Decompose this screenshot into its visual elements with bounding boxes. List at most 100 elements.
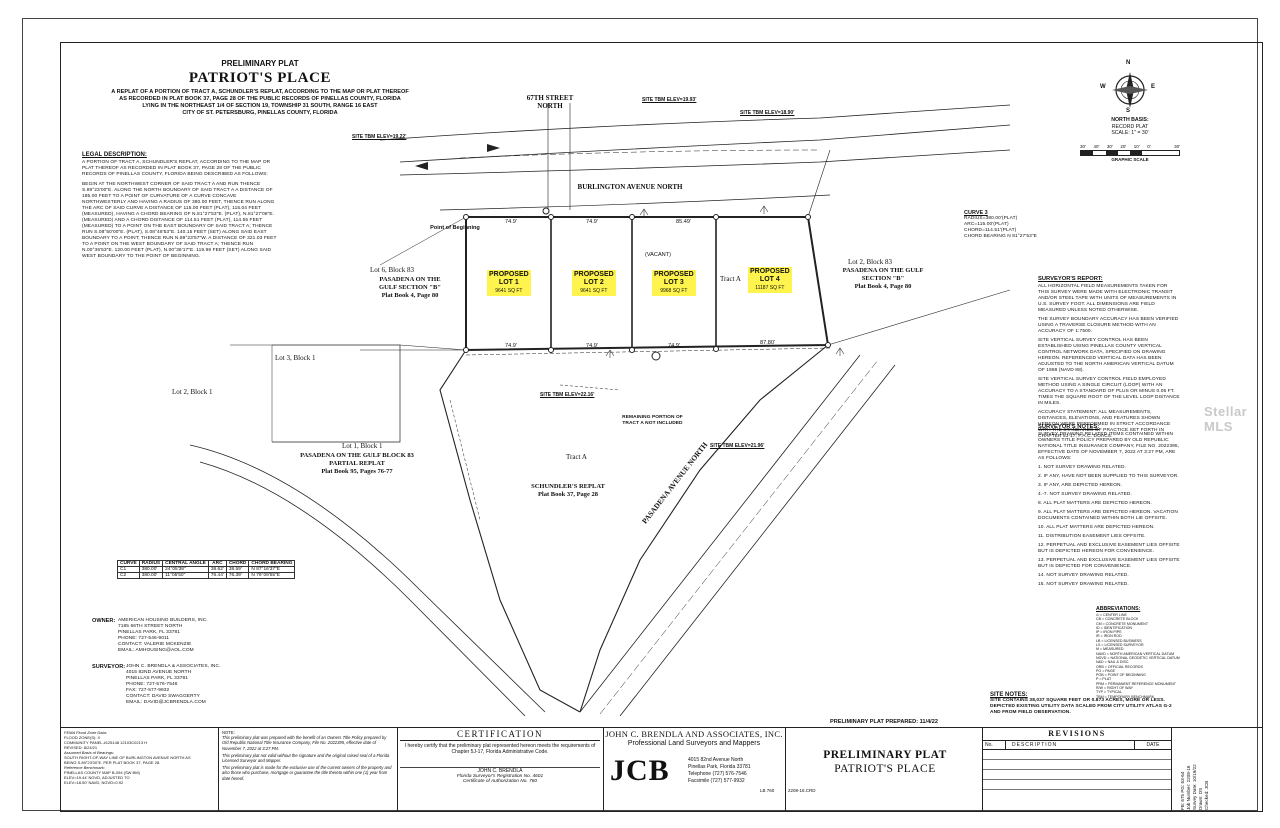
notes-intro: SURVEY DRAWING RELATED ITEMS CONTAINED W… xyxy=(1038,432,1180,461)
surveyor-notes: SURVEYOR'S NOTES: SURVEY DRAWING RELATED… xyxy=(1038,424,1180,588)
note-item: 1. NOT SURVEY DRAWING RELATED. xyxy=(1038,465,1127,470)
fema-line: Reference Benchmark: xyxy=(64,765,105,770)
tbm-1: SITE TBM ELEV=19.22' xyxy=(352,134,407,140)
owner-label: OWNER: xyxy=(92,618,116,624)
dim-bottom-2: 74.9' xyxy=(586,343,598,349)
table-cell: 76.44' xyxy=(207,572,227,579)
pasadena-b-left-book: Plat Book 4, Page 80 xyxy=(381,292,439,299)
road-centerline xyxy=(459,149,821,159)
curve-col-chord: CHORD xyxy=(225,560,250,567)
neighbor-line-3 xyxy=(379,216,467,266)
curve-col-angle: CENTRAL ANGLE xyxy=(162,560,209,567)
lot-3-area: 9968 SQ FT xyxy=(660,288,688,294)
tree-icon xyxy=(759,205,769,214)
owner-line: PHONE: 727-546-9011 xyxy=(118,636,170,641)
road-edge-3 xyxy=(379,104,1011,141)
abbrev-item: IP = IRON PIPE xyxy=(1096,630,1122,635)
pasadena-b-right-book: Plat Book 4, Page 80 xyxy=(854,283,912,290)
pasadena-b-right-name: PASADENA ON THE GULF SECTION "B" xyxy=(842,267,924,282)
jcb-logo: JCB xyxy=(610,754,670,787)
lot-2-label: PROPOSED LOT 2 9641 SQ FT xyxy=(572,270,616,296)
abbrev-item: R/W = RIGHT OF WAY xyxy=(1096,686,1133,691)
tbm-4: SITE TBM ELEV=22.16' xyxy=(540,392,595,398)
surveyor-line: PINELLAS PARK, FL 33781 xyxy=(126,676,189,681)
lot-1-area: 9641 SQ FT xyxy=(495,288,523,294)
lot-3-proposed: PROPOSED xyxy=(654,271,694,278)
report-paragraph: ACCURACY STATEMENT: ALL MEASUREMENTS, DI… xyxy=(1038,410,1171,439)
fema-line: SOUTH RIGHT-OF-WAY LINE OF BURLINGTON AV… xyxy=(64,755,191,760)
compass-n: N xyxy=(1126,60,1131,66)
monument-icon xyxy=(629,347,635,353)
surveyor-report-heading: SURVEYOR'S REPORT: xyxy=(1038,276,1103,282)
road-edge-2 xyxy=(399,149,1011,176)
abbrev-item: ⊙ = CENTER LINE xyxy=(1096,613,1127,617)
monument-icon xyxy=(463,347,469,353)
curve3-line: CHORD=114.51'(PLAT) xyxy=(964,228,1017,233)
tbm-5: SITE TBM ELEV=21.96' xyxy=(710,443,765,449)
dim-bottom-1: 74.9' xyxy=(505,343,517,349)
fema-line: FLOOD ZONE(S): X xyxy=(64,735,101,740)
abbreviations: ABBREVIATIONS: ⊙ = CENTER LINE CB = CONC… xyxy=(1096,606,1186,699)
note-item: 4.-7. NOT SURVEY DRAWING RELATED. xyxy=(1038,492,1132,497)
cert-reg: Florida Surveyor's Registration No. 4601 xyxy=(456,774,544,779)
pasadena-83-name: PASADENA ON THE GULF BLOCK 83 xyxy=(300,452,414,459)
surveyor-notes-heading: SURVEYOR'S NOTES: xyxy=(1038,424,1100,430)
pob-label: Point of Beginning xyxy=(430,225,480,231)
curve3-line: ARC=115.00'(PLAT) xyxy=(964,222,1009,227)
abbrev-item: ORB = OFFICIAL RECORDS xyxy=(1096,664,1143,669)
pasadena-83-label: PASADENA ON THE GULF BLOCK 83 PARTIAL RE… xyxy=(282,452,432,476)
site-note: SITE CONTAINS 38,037 SQUARE FEET OR 0.87… xyxy=(990,698,1165,703)
lot3-block1-label: Lot 3, Block 1 xyxy=(275,354,316,362)
preliminary-label: PRELIMINARY PLAT xyxy=(221,59,299,68)
scale-ticks: 30' 40' 30' 20' 10' 0' 30' xyxy=(1080,144,1180,149)
lot3-block1-outline xyxy=(272,344,401,443)
lb-number: LB 760 xyxy=(760,788,775,793)
schundler-name: SCHUNDLER'S REPLAT xyxy=(531,483,605,490)
cert-text: I hereby certify that the preliminary pl… xyxy=(404,743,596,755)
report-paragraph: THE SURVEY BOUNDARY ACCURACY HAS BEEN VE… xyxy=(1038,317,1179,334)
cert-auth: Certificate of Authorization No. 760 xyxy=(462,779,538,784)
fema-line: ELEV=18.50' NAVD, NGVD=0.92 xyxy=(64,780,124,785)
fema-line: PINELLAS COUNTY MAP B-094 (SW BM) xyxy=(64,770,140,775)
road-edge-1 xyxy=(399,124,1011,163)
watermark: Stellar MLS xyxy=(1204,404,1248,434)
pasadena-b-left-name: PASADENA ON THE GULF SECTION "B" xyxy=(379,276,441,291)
surveyor-line: EMAIL: DAVID@JCBRENDLA.COM xyxy=(126,700,206,705)
plat-title-line-1: PRELIMINARY PLAT xyxy=(823,749,947,761)
firm-subtitle: Professional Land Surveyors and Mappers xyxy=(627,740,761,747)
burlington-label: BURLINGTON AVENUE NORTH xyxy=(577,183,683,191)
fema-block: FEMA Flood Zone Data: FLOOD ZONE(S): X C… xyxy=(64,730,214,785)
scale-tick: 40' xyxy=(1093,144,1100,149)
report-paragraph: SITE VERTICAL SURVEY CONTROL FIELD EMPLO… xyxy=(1038,377,1180,406)
owner-line: AMERICAN HOUSING BUILDERS, INC. xyxy=(118,618,208,623)
dim-top-1: 74.9' xyxy=(505,219,517,225)
abbrev-item: P = PLAT xyxy=(1096,677,1112,682)
lot6-label: Lot 6, Block 83 xyxy=(370,266,414,274)
plat-description: A REPLAT OF A PORTION OF TRACT A, SCHUND… xyxy=(60,89,460,117)
note-item: 8. ALL PLAT MATTERS ARE DEPICTED HEREON. xyxy=(1038,501,1152,506)
surveyor-line: CONTACT: DAVID SWAGGERTY xyxy=(126,694,200,699)
job-info-rotated: FB: 675 PG: 63-64 Job Number: 2208-16 Su… xyxy=(1180,730,1210,810)
tbm-2: SITE TBM ELEV=19.93' xyxy=(642,97,697,103)
compass-s: S xyxy=(1126,108,1131,114)
curve-table: CURVE RADIUS CENTRAL ANGLE ARC CHORD CHO… xyxy=(117,560,296,579)
sheet-border xyxy=(22,18,1258,811)
compass-e: E xyxy=(1151,84,1156,90)
curve3-heading: CURVE 3 xyxy=(964,210,988,216)
manhole-icon xyxy=(542,207,550,215)
curve3-line: RADIUS=380.00'(PLAT) xyxy=(964,216,1018,221)
title-note: This preliminary plat not valid without … xyxy=(222,752,390,764)
surveyor-label: SURVEYOR: xyxy=(92,664,126,670)
manhole-icon xyxy=(651,351,661,361)
job-info: FB: 675 PG: 63-64 Job Number: 2208-16 Su… xyxy=(1180,730,1278,810)
report-paragraph: ALL HORIZONTAL FIELD MEASUREMENTS TAKEN … xyxy=(1038,284,1177,313)
schundler-book: Plat Book 37, Page 28 xyxy=(537,491,599,498)
table-cell: N 79°09'55"E xyxy=(248,572,296,579)
cert-heading: CERTIFICATION xyxy=(400,729,600,741)
lot3-block1-west xyxy=(230,344,273,442)
pasadena-83-replat: PARTIAL REPLAT xyxy=(329,460,385,467)
curve3-block: CURVE 3 RADIUS=380.00'(PLAT) ARC=115.00'… xyxy=(964,210,1054,240)
scale-text: SCALE: 1" = 30' xyxy=(1111,130,1149,136)
rev-row xyxy=(983,780,1171,790)
monument-icon xyxy=(463,214,469,220)
